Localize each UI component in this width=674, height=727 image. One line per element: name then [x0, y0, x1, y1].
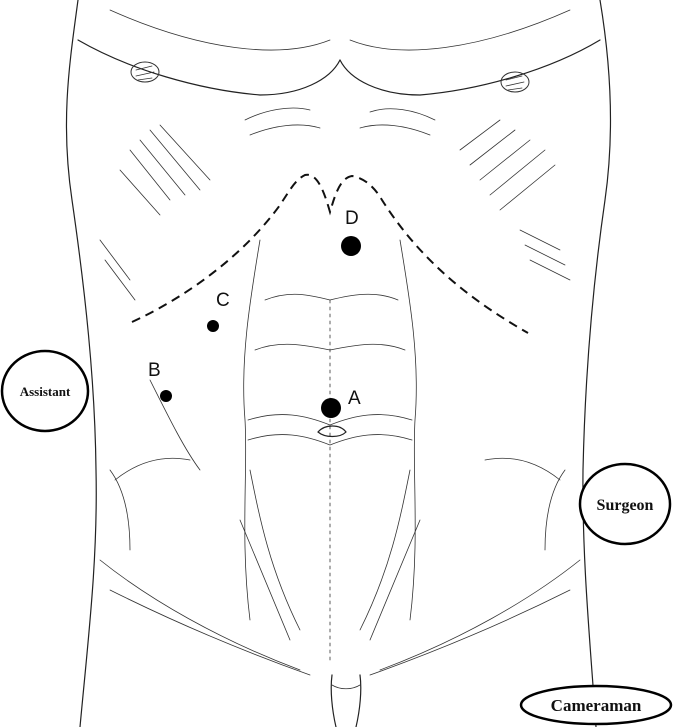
assistant-marker: Assistant [0, 349, 90, 433]
flank-lines [99, 379, 581, 676]
groin [330, 674, 362, 727]
chest-hatching [99, 107, 571, 301]
port-c-label: C [216, 290, 230, 311]
costal-margin-line [131, 173, 529, 334]
port-d-label: D [345, 208, 359, 229]
port-d-marker [341, 236, 361, 256]
surgeon-marker: Surgeon [578, 462, 672, 546]
port-a-marker [321, 398, 341, 418]
surgeon-label: Surgeon [597, 497, 654, 514]
navel [317, 425, 347, 438]
assistant-label: Assistant [20, 384, 71, 399]
nipple-right [500, 71, 530, 93]
cameraman-label: Cameraman [551, 696, 642, 715]
port-b-marker [160, 390, 172, 402]
nipple-left [130, 61, 160, 83]
torso-outline [65, 0, 612, 727]
port-c-marker [207, 320, 219, 332]
cameraman-marker: Cameraman [519, 684, 673, 726]
port-a-label: A [348, 388, 361, 409]
rectus-abdominis [239, 239, 421, 661]
port-b-label: B [148, 360, 161, 381]
